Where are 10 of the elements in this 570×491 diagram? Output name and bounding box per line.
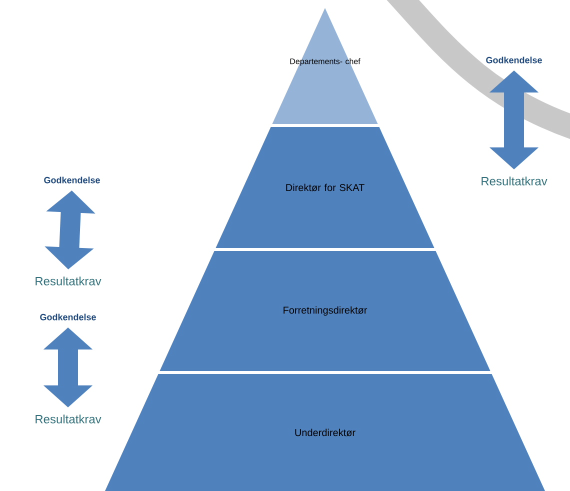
requirement-label: Resultatkrav xyxy=(36,276,102,286)
approval-label: Godkendelse xyxy=(486,56,542,64)
pyramid-tier: Direktør for SKAT xyxy=(216,127,434,248)
approval-label: Godkendelse xyxy=(44,176,100,184)
pyramid-tier: Departements- chef xyxy=(272,8,378,124)
pyramid-tier: Underdirektør xyxy=(105,374,545,491)
requirement-label: Resultatkrav xyxy=(36,414,102,424)
approval-label: Godkendelse xyxy=(40,314,96,320)
requirement-label: Resultatkrav xyxy=(482,176,548,186)
pyramid-tier: Forretningsdirektør xyxy=(160,251,490,371)
